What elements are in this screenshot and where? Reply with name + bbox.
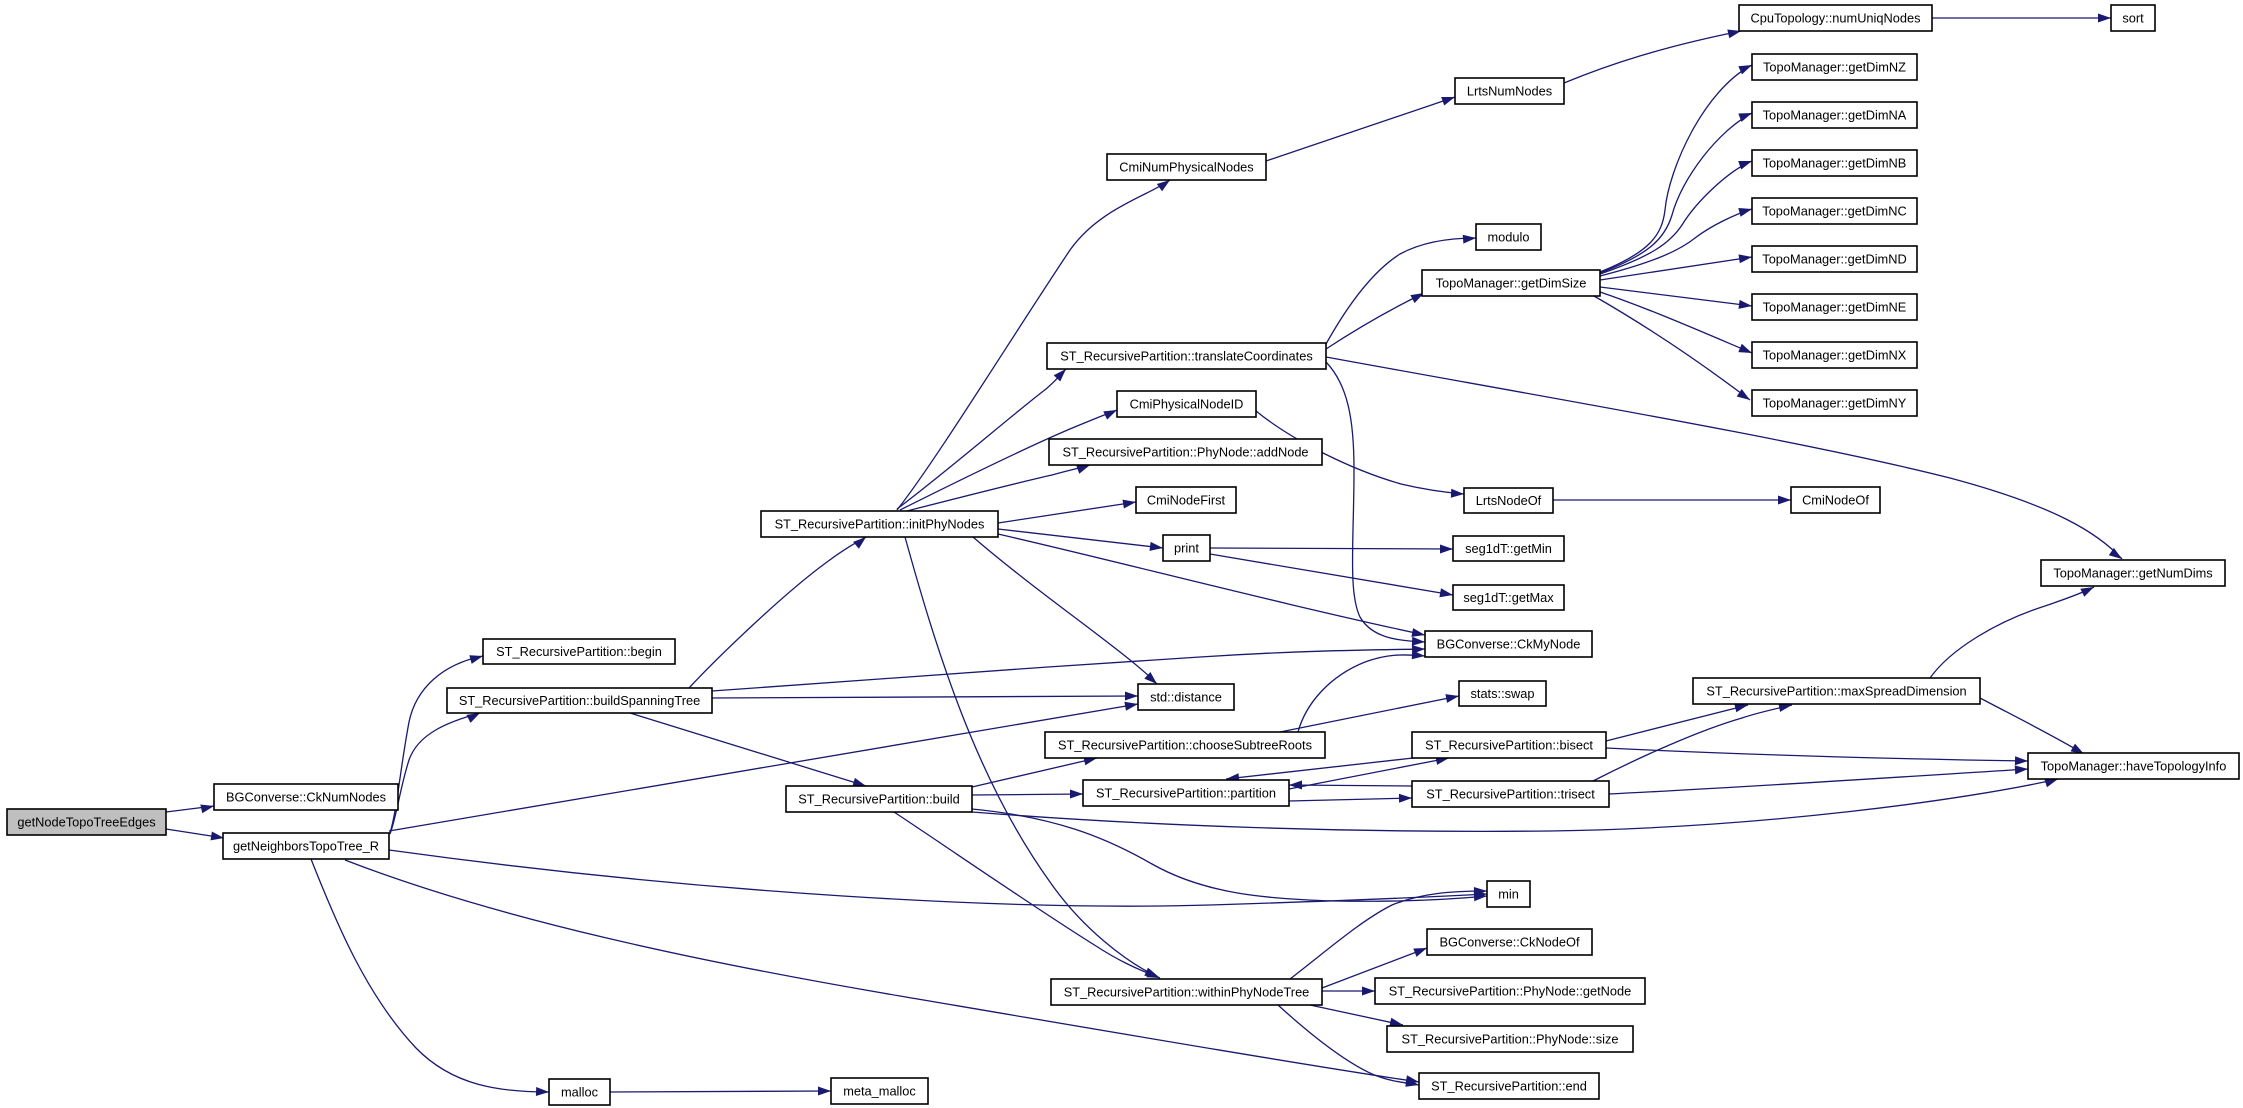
svg-text:BGConverse::CkNumNodes: BGConverse::CkNumNodes [226, 790, 386, 805]
svg-text:TopoManager::getDimNE: TopoManager::getDimNE [1763, 300, 1907, 315]
svg-text:TopoManager::getDimNZ: TopoManager::getDimNZ [1763, 60, 1906, 75]
svg-text:ST_RecursivePartition::bisect: ST_RecursivePartition::bisect [1425, 738, 1593, 753]
svg-text:ST_RecursivePartition::partiti: ST_RecursivePartition::partition [1096, 786, 1276, 801]
svg-text:print: print [1174, 541, 1199, 556]
svg-text:ST_RecursivePartition::PhyNode: ST_RecursivePartition::PhyNode::addNode [1062, 445, 1308, 460]
svg-text:TopoManager::getDimNX: TopoManager::getDimNX [1763, 348, 1907, 363]
svg-text:ST_RecursivePartition::PhyNode: ST_RecursivePartition::PhyNode::getNode [1389, 984, 1632, 999]
svg-text:meta_malloc: meta_malloc [843, 1084, 916, 1099]
svg-text:CpuTopology::numUniqNodes: CpuTopology::numUniqNodes [1750, 11, 1920, 26]
svg-text:TopoManager::getDimND: TopoManager::getDimND [1762, 252, 1906, 267]
svg-text:BGConverse::CkMyNode: BGConverse::CkMyNode [1437, 637, 1581, 652]
svg-text:TopoManager::getDimSize: TopoManager::getDimSize [1436, 276, 1587, 291]
svg-text:std::distance: std::distance [1150, 690, 1222, 705]
svg-text:CmiNumPhysicalNodes: CmiNumPhysicalNodes [1119, 160, 1253, 175]
svg-text:TopoManager::haveTopologyInfo: TopoManager::haveTopologyInfo [2041, 759, 2227, 774]
svg-text:seg1dT::getMin: seg1dT::getMin [1465, 541, 1552, 556]
svg-text:ST_RecursivePartition::transla: ST_RecursivePartition::translateCoordina… [1060, 349, 1313, 364]
svg-text:ST_RecursivePartition::maxSpre: ST_RecursivePartition::maxSpreadDimensio… [1706, 684, 1966, 699]
svg-text:ST_RecursivePartition::trisect: ST_RecursivePartition::trisect [1426, 787, 1595, 802]
svg-text:ST_RecursivePartition::build: ST_RecursivePartition::build [798, 792, 959, 807]
svg-text:modulo: modulo [1488, 230, 1530, 245]
svg-text:TopoManager::getDimNC: TopoManager::getDimNC [1762, 204, 1906, 219]
svg-text:getNodeTopoTreeEdges: getNodeTopoTreeEdges [17, 815, 155, 830]
svg-text:LrtsNumNodes: LrtsNumNodes [1467, 84, 1552, 99]
svg-text:sort: sort [2122, 11, 2144, 26]
svg-text:TopoManager::getDimNA: TopoManager::getDimNA [1763, 108, 1907, 123]
svg-text:stats::swap: stats::swap [1470, 686, 1534, 701]
svg-text:ST_RecursivePartition::end: ST_RecursivePartition::end [1431, 1079, 1587, 1094]
svg-text:malloc: malloc [561, 1085, 599, 1100]
svg-text:ST_RecursivePartition::withinP: ST_RecursivePartition::withinPhyNodeTree [1064, 985, 1310, 1000]
svg-text:ST_RecursivePartition::initPhy: ST_RecursivePartition::initPhyNodes [775, 517, 985, 532]
svg-text:TopoManager::getDimNY: TopoManager::getDimNY [1763, 396, 1907, 411]
svg-text:CmiNodeFirst: CmiNodeFirst [1147, 493, 1226, 508]
svg-text:BGConverse::CkNodeOf: BGConverse::CkNodeOf [1439, 935, 1580, 950]
svg-text:CmiNodeOf: CmiNodeOf [1802, 493, 1869, 508]
svg-text:getNeighborsTopoTree_R: getNeighborsTopoTree_R [233, 839, 379, 854]
svg-text:seg1dT::getMax: seg1dT::getMax [1463, 590, 1554, 605]
svg-text:TopoManager::getDimNB: TopoManager::getDimNB [1763, 156, 1907, 171]
svg-text:ST_RecursivePartition::chooseS: ST_RecursivePartition::chooseSubtreeRoot… [1058, 738, 1312, 753]
svg-text:CmiPhysicalNodeID: CmiPhysicalNodeID [1130, 397, 1244, 412]
svg-text:min: min [1498, 887, 1519, 902]
svg-text:ST_RecursivePartition::PhyNode: ST_RecursivePartition::PhyNode::size [1402, 1032, 1619, 1047]
svg-text:TopoManager::getNumDims: TopoManager::getNumDims [2053, 566, 2212, 581]
svg-text:LrtsNodeOf: LrtsNodeOf [1476, 493, 1542, 508]
svg-text:ST_RecursivePartition::buildSp: ST_RecursivePartition::buildSpanningTree [459, 693, 700, 708]
svg-text:ST_RecursivePartition::begin: ST_RecursivePartition::begin [496, 644, 662, 659]
